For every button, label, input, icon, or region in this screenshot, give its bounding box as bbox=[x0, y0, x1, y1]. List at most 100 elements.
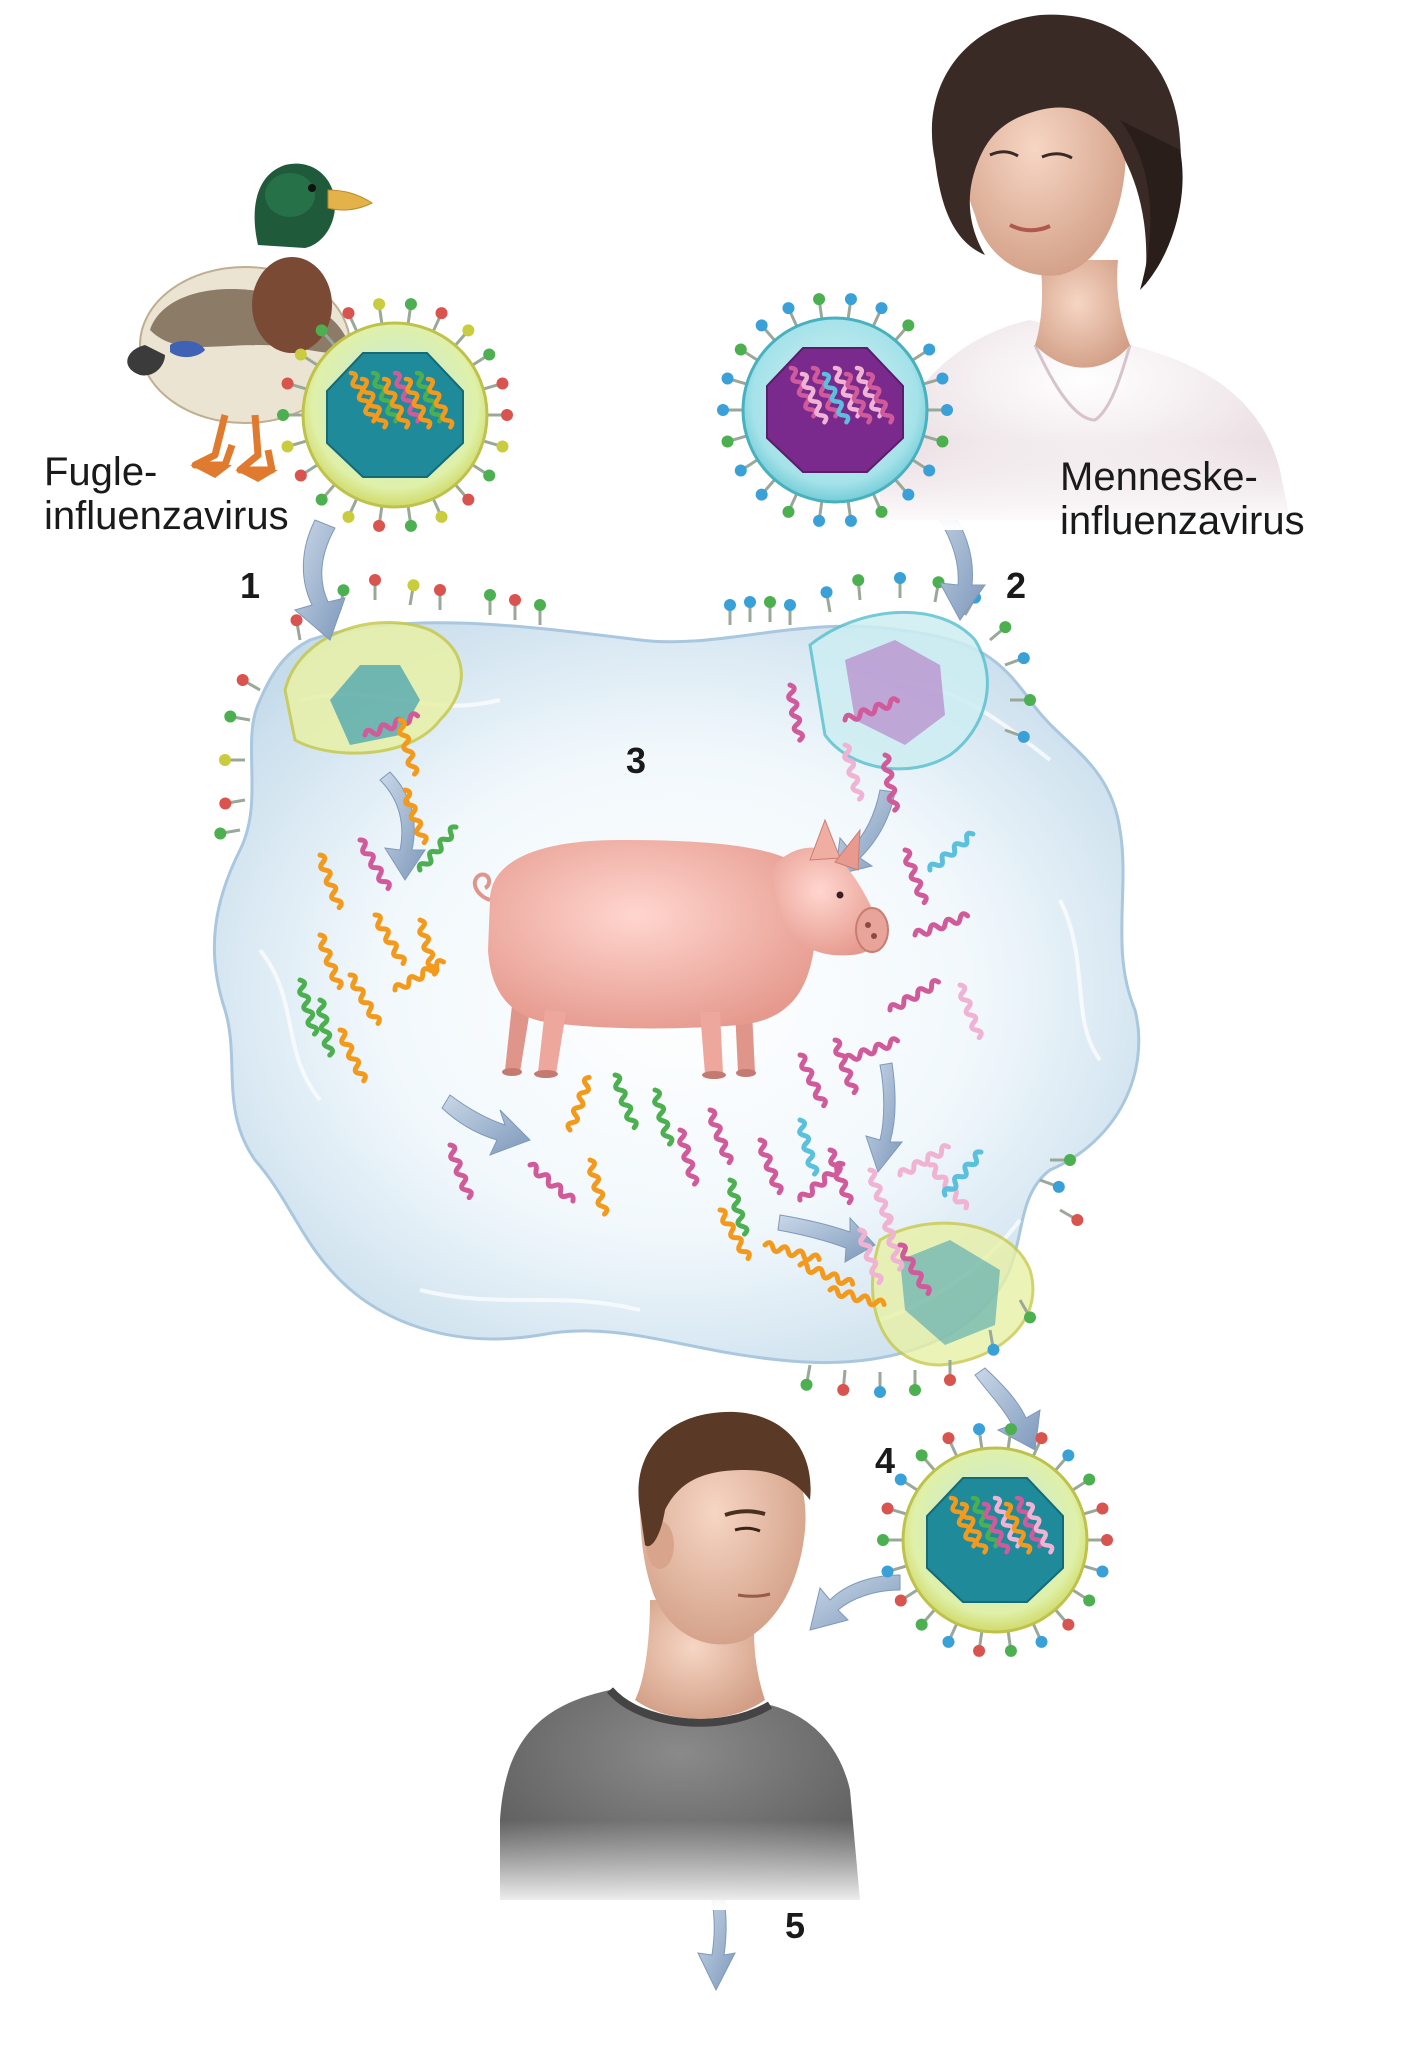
spike-head bbox=[404, 298, 417, 311]
rna-segment bbox=[392, 958, 446, 993]
genome-segment bbox=[948, 1495, 978, 1549]
spike-stalk bbox=[948, 1623, 959, 1639]
rna-segment bbox=[897, 1242, 932, 1296]
spike-head bbox=[483, 469, 496, 482]
genome-segment bbox=[381, 376, 411, 430]
arrow-step-5 bbox=[697, 1897, 736, 1992]
spike-stalk bbox=[818, 500, 824, 518]
spike-head bbox=[755, 488, 768, 501]
rna-segment bbox=[297, 977, 320, 1037]
spike-stalk bbox=[818, 302, 824, 320]
step-3-label: 3 bbox=[626, 740, 647, 781]
cell-spike-head bbox=[999, 621, 1012, 634]
arrow-human-rna-mix bbox=[865, 1062, 904, 1174]
cell-spike-stalk bbox=[1018, 1299, 1030, 1315]
rna-segment bbox=[887, 978, 941, 1013]
cell-spike-stalk bbox=[233, 715, 251, 722]
spike-stalk bbox=[406, 307, 412, 325]
cell-spike-stalk bbox=[1039, 1178, 1056, 1187]
spike-head bbox=[915, 1618, 928, 1631]
spike-head bbox=[483, 348, 496, 361]
cell-spike-stalk bbox=[1059, 1208, 1075, 1220]
spike-head bbox=[942, 1635, 955, 1648]
spike-head bbox=[813, 514, 826, 527]
rna-segments bbox=[297, 682, 984, 1308]
rna-segment bbox=[857, 1227, 884, 1286]
rna-segment bbox=[827, 1285, 887, 1308]
spike-head bbox=[877, 1534, 889, 1546]
spike-stalk bbox=[1082, 1564, 1100, 1572]
cell-spike-head bbox=[407, 579, 420, 592]
spike-head bbox=[875, 505, 888, 518]
cell-spike-head bbox=[800, 1378, 813, 1391]
genome-segment bbox=[843, 371, 873, 425]
cell-spike-stalk bbox=[825, 595, 832, 613]
spike-stalk bbox=[922, 378, 940, 386]
cell-spike-head bbox=[290, 614, 303, 627]
spike-stalk bbox=[903, 1480, 919, 1492]
rna-segment bbox=[797, 1260, 856, 1287]
rna-segment bbox=[417, 917, 440, 977]
spike-head bbox=[294, 469, 307, 482]
genome-segment bbox=[970, 1495, 1000, 1549]
cell-spike-stalk bbox=[228, 798, 246, 805]
arrows bbox=[293, 494, 1041, 1992]
spike-stalk bbox=[923, 1608, 936, 1623]
rna-segment bbox=[652, 1087, 675, 1147]
spike-head bbox=[721, 372, 734, 385]
spike-stalk bbox=[378, 307, 384, 325]
spike-stalk bbox=[871, 493, 882, 509]
genome-segment bbox=[865, 371, 895, 425]
rna-segment bbox=[416, 824, 459, 873]
step-2-label: 2 bbox=[1006, 565, 1027, 606]
spike-stalk bbox=[788, 311, 799, 327]
spike-stalk bbox=[348, 316, 359, 332]
spike-stalk bbox=[978, 1630, 984, 1648]
spike-stalk bbox=[1031, 1623, 1042, 1639]
spike-head bbox=[1096, 1502, 1109, 1515]
spike-stalk bbox=[948, 1441, 959, 1457]
rna-segment bbox=[447, 1142, 474, 1201]
genome-segment bbox=[348, 370, 378, 424]
rna-segment bbox=[565, 1074, 592, 1133]
spike-stalk bbox=[1031, 1441, 1042, 1457]
rna-segment bbox=[927, 830, 976, 873]
step-1-label: 1 bbox=[240, 565, 261, 606]
spike-head bbox=[462, 324, 475, 337]
cell-spike-head bbox=[784, 599, 796, 611]
spike-stalk bbox=[922, 434, 940, 442]
rna-segment bbox=[881, 752, 900, 813]
cell-spike-head bbox=[1052, 1180, 1065, 1193]
spike-head bbox=[936, 372, 949, 385]
cell-spike-head bbox=[837, 1383, 850, 1396]
rna-segment bbox=[362, 711, 421, 738]
spike-stalk bbox=[471, 463, 487, 475]
spike-head bbox=[973, 1423, 986, 1436]
spike-head bbox=[1035, 1432, 1048, 1445]
arrow-assembly bbox=[777, 1214, 876, 1263]
bird-virus-spikes bbox=[277, 298, 513, 532]
cell-spike-stalk bbox=[1004, 658, 1021, 667]
genome-segment bbox=[788, 365, 818, 419]
spike-stalk bbox=[454, 483, 467, 498]
spike-head bbox=[404, 519, 417, 532]
spike-stalk bbox=[290, 383, 308, 391]
spike-stalk bbox=[743, 350, 759, 362]
spike-head bbox=[1004, 1644, 1017, 1657]
rna-segment bbox=[677, 1127, 700, 1187]
genome-segment bbox=[392, 370, 422, 424]
arrow-step-1 bbox=[293, 519, 346, 641]
spike-head bbox=[844, 293, 857, 306]
rna-segment bbox=[316, 997, 335, 1058]
cell-spike-head bbox=[1071, 1214, 1084, 1226]
cell-spike-head bbox=[874, 1386, 886, 1398]
rna-segment bbox=[527, 1161, 576, 1204]
genome-segment bbox=[414, 370, 444, 424]
rna-segment bbox=[337, 1027, 368, 1084]
cell-spike-head bbox=[434, 584, 446, 596]
rna-segment bbox=[786, 682, 805, 743]
spike-stalk bbox=[431, 498, 442, 514]
genome-segment bbox=[359, 376, 389, 430]
cell-spike-head bbox=[909, 1384, 921, 1396]
spike-stalk bbox=[482, 439, 500, 447]
